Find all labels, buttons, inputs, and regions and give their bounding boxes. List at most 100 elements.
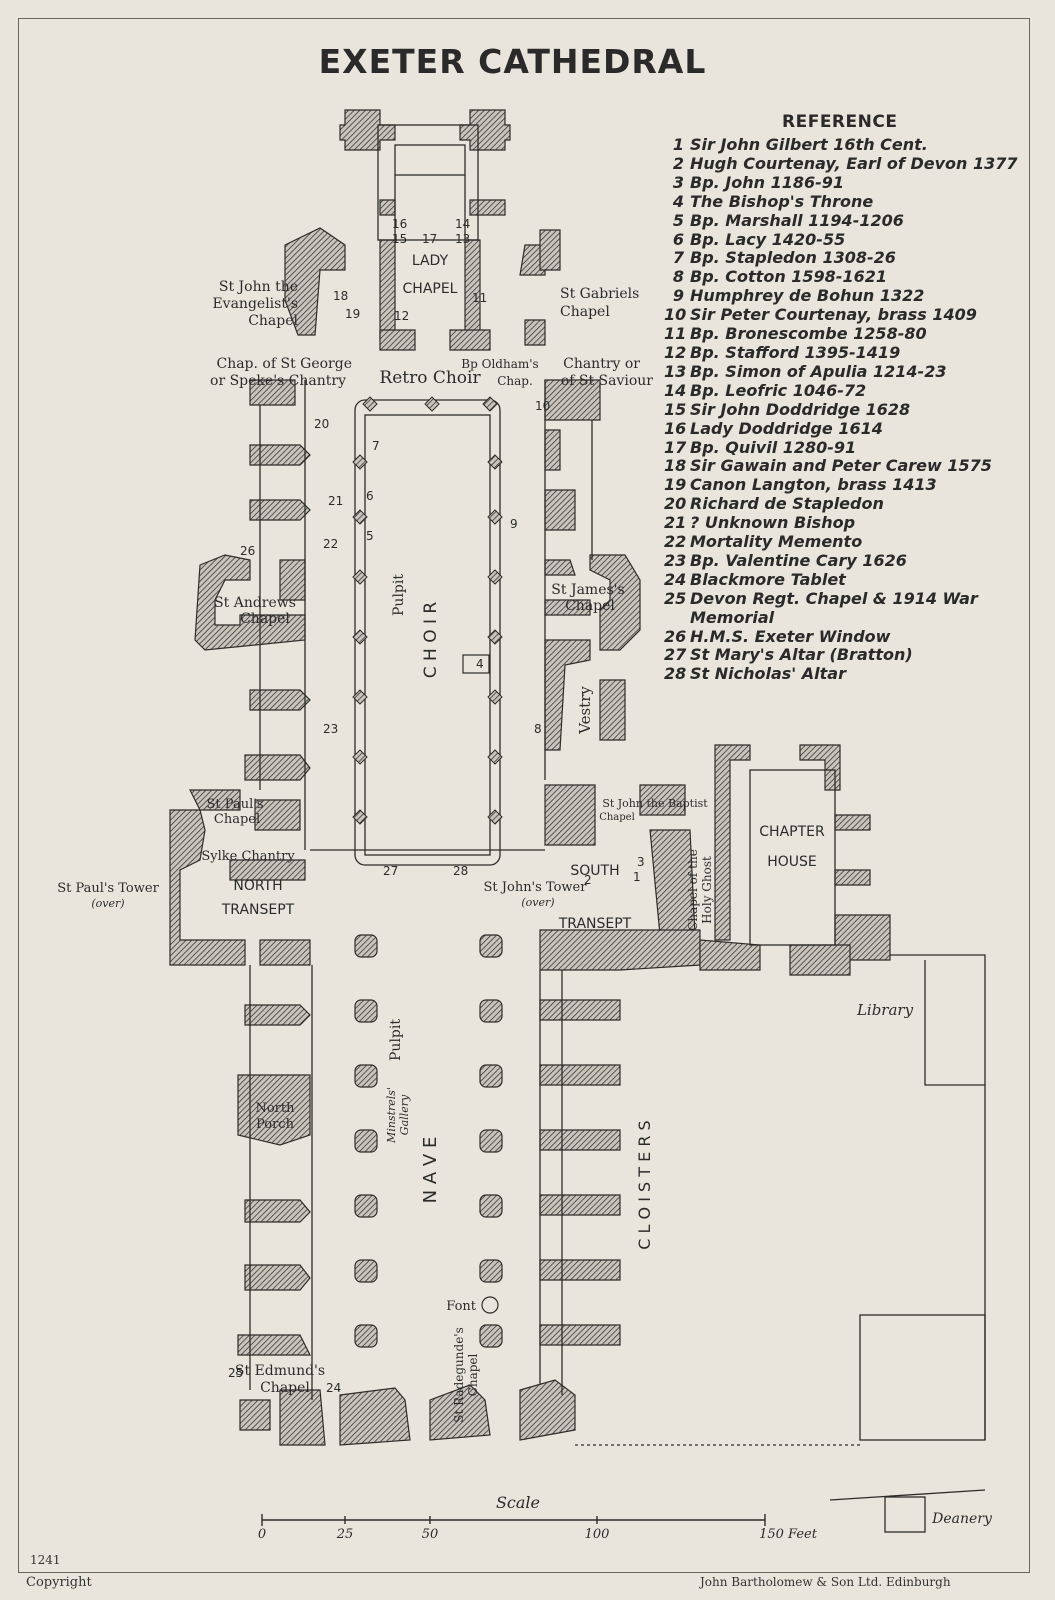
plan-number-9: 9 bbox=[510, 517, 518, 531]
reference-item: 3 Bp. John 1186-91 bbox=[664, 172, 1034, 193]
reference-number: 24 bbox=[664, 569, 687, 589]
reference-number: 9 bbox=[672, 286, 684, 306]
st-james-label-2: Chapel bbox=[565, 598, 615, 614]
reference-text: Bp. Stafford 1395-1419 bbox=[690, 342, 901, 362]
plan-number-5: 5 bbox=[366, 529, 374, 543]
plan-number-4: 4 bbox=[476, 657, 484, 671]
reference-number: 18 bbox=[664, 456, 687, 476]
st-edmunds-label-2: Chapel bbox=[260, 1380, 310, 1396]
lady-chapel-label-2: CHAPEL bbox=[403, 281, 458, 297]
reference-text: Lady Doddridge 1614 bbox=[690, 418, 883, 438]
retro-choir-label: Retro Choir bbox=[379, 368, 481, 388]
holy-ghost-label-2: Holy Ghost bbox=[700, 856, 714, 924]
vestry-label: Vestry bbox=[576, 686, 594, 735]
reference-number: 2 bbox=[672, 153, 684, 173]
reference-number: 3 bbox=[672, 172, 684, 192]
st-john-evangelist-label-2: Evangelist's bbox=[212, 296, 298, 312]
plan-number-27: 27 bbox=[383, 864, 398, 878]
holy-ghost-label-1: Chapel of the bbox=[686, 849, 700, 931]
reference-item: 21? Unknown Bishop bbox=[664, 513, 1034, 533]
choir-label: C H O I R bbox=[421, 602, 441, 679]
plan-number-20: 20 bbox=[314, 417, 329, 431]
st-pauls-label-2: Chapel bbox=[214, 812, 260, 827]
plan-number-25: 25 bbox=[228, 1366, 243, 1380]
st-johns-tower-label: St John's Tower bbox=[484, 880, 588, 895]
st-radegunde-label-2: Chapel bbox=[466, 1353, 480, 1396]
choir-piers bbox=[352, 396, 503, 825]
st-gabriels-label-2: Chapel bbox=[560, 304, 610, 320]
sylke-chantry-label: Sylke Chantry bbox=[201, 849, 295, 864]
publisher-credit: John Bartholomew & Son Ltd. Edinburgh bbox=[700, 1575, 951, 1589]
choir-pulpit-label: Pulpit bbox=[391, 574, 407, 616]
north-porch-label-2: Porch bbox=[256, 1117, 295, 1132]
font-marker bbox=[481, 1296, 499, 1314]
reference-text: H.M.S. Exeter Window bbox=[690, 626, 891, 646]
st-james-label-1: St James's bbox=[551, 582, 624, 598]
reference-number: 12 bbox=[664, 342, 687, 362]
reference-text: Bp. Quivil 1280-91 bbox=[690, 437, 857, 457]
plan-number-18: 18 bbox=[333, 289, 348, 303]
scale-tick-100: 100 bbox=[585, 1527, 610, 1542]
chantry-saviour-label-1: Chantry or bbox=[563, 356, 640, 372]
reference-number: 11 bbox=[664, 324, 687, 344]
deanery-label: Deanery bbox=[931, 1511, 993, 1527]
reference-text: Bp. Leofric 1046-72 bbox=[690, 380, 867, 400]
nave-pulpit-label: Pulpit bbox=[388, 1019, 404, 1061]
plan-number-15: 15 bbox=[392, 232, 407, 246]
plate-number: 1241 bbox=[30, 1553, 61, 1567]
plan-number-8: 8 bbox=[534, 722, 542, 736]
reference-text: Mortality Memento bbox=[690, 532, 863, 552]
bp-oldham-label-1: Bp Oldham's bbox=[461, 357, 538, 371]
reference-text: Bp. John 1186-91 bbox=[690, 172, 845, 192]
map-title: EXETER CATHEDRAL bbox=[318, 42, 707, 81]
reference-text: Bp. Cotton 1598-1621 bbox=[690, 267, 887, 287]
bishops-throne-marker bbox=[462, 654, 490, 674]
reference-number: 19 bbox=[664, 475, 687, 495]
reference-number: 13 bbox=[664, 361, 687, 381]
plan-number-21: 21 bbox=[328, 494, 343, 508]
st-george-label-2: or Speke's Chantry bbox=[210, 373, 346, 389]
reference-text: Humphrey de Bohun 1322 bbox=[690, 286, 925, 306]
reference-text: Bp. Valentine Cary 1626 bbox=[690, 550, 907, 570]
plan-number-19: 19 bbox=[345, 307, 360, 321]
reference-number: 14 bbox=[664, 380, 687, 400]
reference-text: Sir John Doddridge 1628 bbox=[690, 399, 911, 419]
reference-text: Sir Gawain and Peter Carew 1575 bbox=[690, 456, 992, 476]
south-transept-label-2: TRANSEPT bbox=[558, 916, 632, 932]
chantry-saviour-label-2: of St Saviour bbox=[561, 373, 653, 389]
plan-number-17: 17 bbox=[422, 232, 437, 246]
reference-number: 7 bbox=[672, 248, 684, 268]
st-john-baptist-label-1: St John the Baptist bbox=[602, 797, 708, 810]
plan-number-16: 16 bbox=[392, 217, 407, 231]
reference-number: 6 bbox=[672, 229, 684, 249]
reference-text: Sir Peter Courtenay, brass 1409 bbox=[690, 305, 977, 325]
st-pauls-tower-label: St Paul's Tower bbox=[57, 881, 159, 896]
reference-number: 15 bbox=[664, 399, 687, 419]
st-john-evangelist-label-1: St John the bbox=[219, 279, 298, 295]
reference-heading: REFERENCE bbox=[782, 112, 898, 132]
reference-text: Bp. Simon of Apulia 1214-23 bbox=[690, 361, 947, 381]
plan-number-10: 10 bbox=[535, 399, 550, 413]
north-porch-label-1: North bbox=[255, 1101, 295, 1116]
reference-number: 17 bbox=[664, 437, 687, 457]
plan-number-23: 23 bbox=[323, 722, 338, 736]
reference-text: Devon Regt. Chapel & 1914 War bbox=[690, 588, 978, 608]
nave-piers bbox=[354, 934, 503, 1348]
reference-item-continuation: Memorial bbox=[690, 607, 775, 627]
lady-chapel-label-1: LADY bbox=[412, 253, 449, 269]
st-john-evangelist-label-3: Chapel bbox=[248, 313, 298, 329]
nave-label: N A V E bbox=[420, 1137, 441, 1204]
